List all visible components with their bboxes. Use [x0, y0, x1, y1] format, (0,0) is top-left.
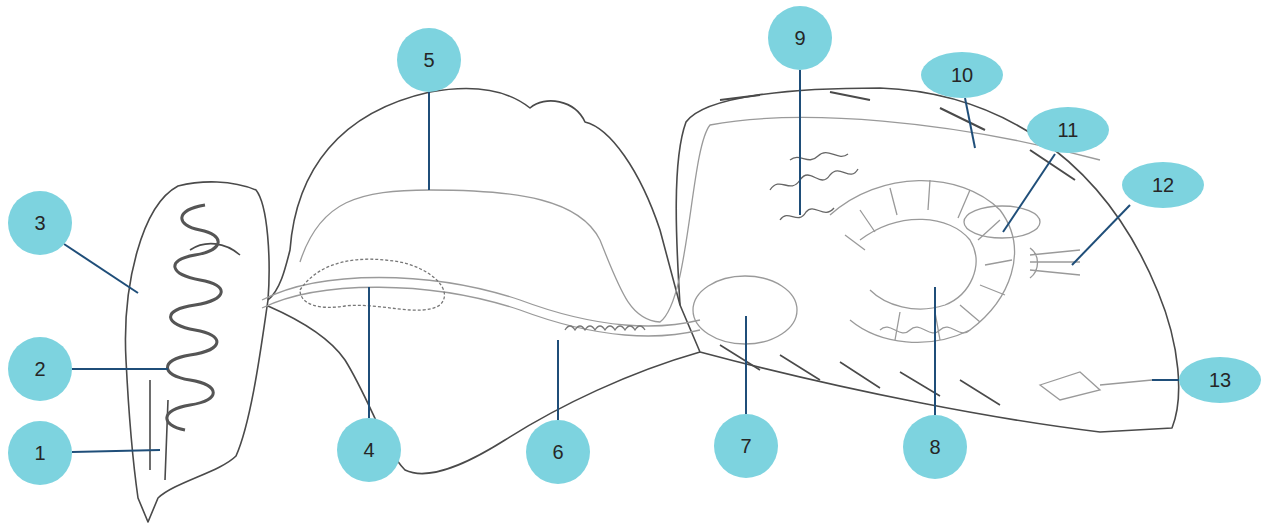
callout-number-text: 1 [34, 442, 45, 465]
callout-number: 2 [8, 337, 72, 401]
callout-number-text: 11 [1058, 119, 1079, 142]
callout-number-text: 9 [794, 27, 805, 50]
callout-number: 6 [526, 420, 590, 484]
callout-number: 13 [1179, 357, 1261, 403]
callout-number: 4 [337, 418, 401, 482]
callout-number-text: 10 [951, 64, 973, 87]
callout-number-text: 13 [1209, 369, 1231, 392]
callout-number-text: 8 [929, 436, 940, 459]
callout-number: 5 [397, 28, 461, 92]
callout-number-text: 2 [34, 358, 45, 381]
callout-number-text: 5 [423, 49, 434, 72]
callout-number-text: 6 [552, 441, 563, 464]
callout-number: 12 [1122, 162, 1204, 208]
callout-number-text: 12 [1152, 174, 1174, 197]
callout-number: 9 [768, 6, 832, 70]
callout-number: 11 [1027, 107, 1109, 153]
callout-number-text: 4 [363, 439, 374, 462]
callout-number: 8 [903, 415, 967, 479]
callout-number-text: 3 [34, 212, 45, 235]
callout-number: 1 [8, 421, 72, 485]
callout-number-text: 7 [740, 435, 751, 458]
callout-number: 7 [714, 414, 778, 478]
callout-number: 10 [921, 52, 1003, 98]
callout-number: 3 [8, 191, 72, 255]
